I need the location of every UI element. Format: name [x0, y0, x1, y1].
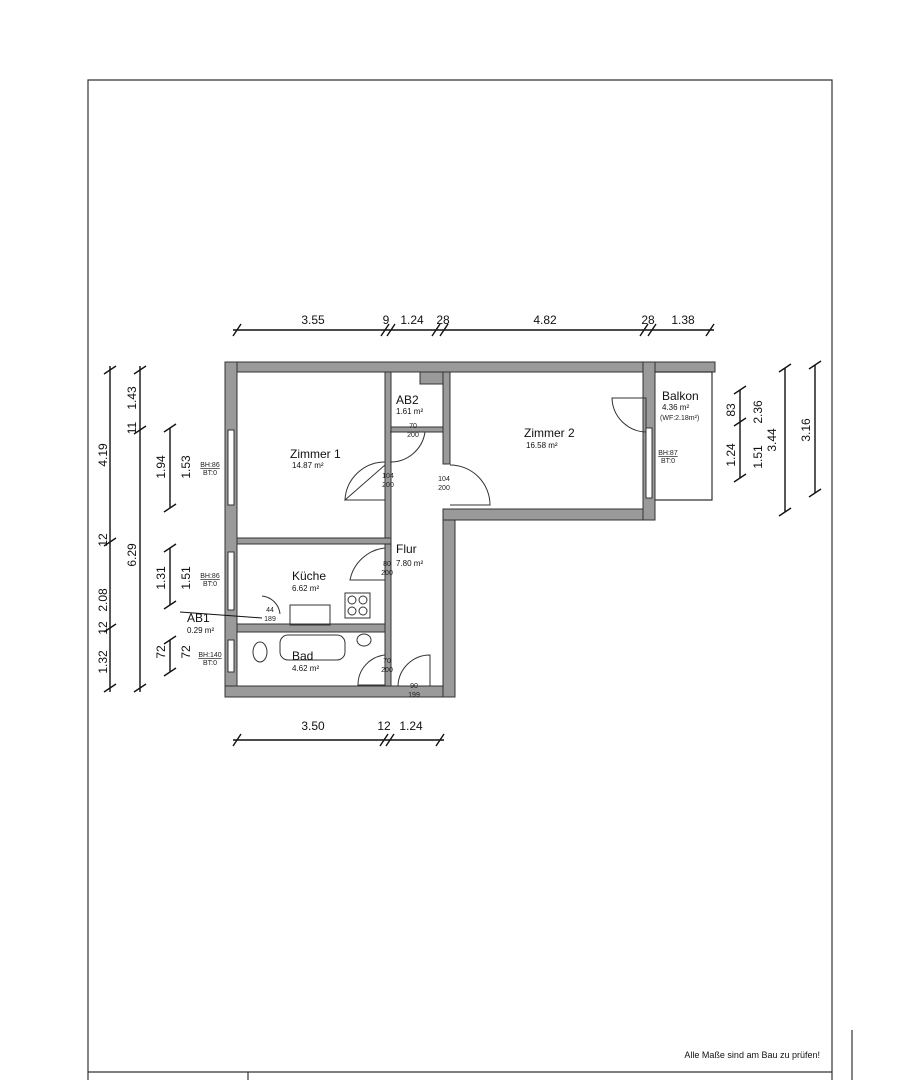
- svg-text:72: 72: [154, 645, 168, 659]
- svg-text:200: 200: [438, 485, 450, 492]
- dimension-labels-top: 3.55 9 1.24 28 4.82 28 1.38: [301, 313, 695, 327]
- svg-text:1.43: 1.43: [125, 386, 139, 410]
- svg-text:83: 83: [724, 403, 738, 417]
- svg-text:1.24: 1.24: [724, 443, 738, 467]
- svg-text:4.19: 4.19: [96, 443, 110, 467]
- bathtub-icon: [279, 634, 346, 661]
- doors: [261, 397, 647, 687]
- svg-text:11: 11: [125, 421, 139, 434]
- svg-text:200: 200: [381, 570, 393, 577]
- svg-text:7.80 m²: 7.80 m²: [396, 559, 423, 568]
- walls: [224, 361, 716, 698]
- dimension-lines: [103, 323, 822, 747]
- door-labels: 70 200 104 200 104 200 80 200 70 200 90 199 44…: [264, 423, 450, 699]
- svg-text:2.36: 2.36: [751, 400, 765, 424]
- svg-text:0.29 m²: 0.29 m²: [187, 626, 214, 635]
- svg-text:(WF:2.18m²): (WF:2.18m²): [660, 415, 699, 422]
- svg-text:4.36 m²: 4.36 m²: [662, 403, 689, 412]
- svg-text:70: 70: [383, 658, 391, 665]
- svg-text:BH:86: BH:86: [200, 573, 220, 580]
- svg-text:16.58 m²: 16.58 m²: [526, 441, 558, 450]
- svg-text:200: 200: [407, 432, 419, 439]
- svg-text:BT:0: BT:0: [661, 458, 675, 465]
- svg-text:3.44: 3.44: [765, 428, 779, 452]
- room-bad: Bad: [292, 649, 313, 663]
- footer-note: Alle Maße sind am Bau zu prüfen!: [684, 1050, 820, 1060]
- svg-text:72: 72: [179, 645, 193, 659]
- svg-text:1.53: 1.53: [179, 455, 193, 479]
- balcony-outline: [655, 371, 713, 501]
- svg-text:44: 44: [266, 607, 274, 614]
- svg-text:1.38: 1.38: [671, 313, 695, 327]
- svg-text:1.31: 1.31: [154, 566, 168, 590]
- room-kueche: Küche: [292, 569, 326, 583]
- svg-text:1.24: 1.24: [400, 313, 424, 327]
- svg-text:BT:0: BT:0: [203, 581, 217, 588]
- svg-text:189: 189: [264, 616, 276, 623]
- svg-text:4.82: 4.82: [533, 313, 557, 327]
- svg-text:12: 12: [377, 719, 391, 733]
- svg-text:BT:0: BT:0: [203, 470, 217, 477]
- svg-text:3.50: 3.50: [301, 719, 325, 733]
- svg-text:4.62 m²: 4.62 m²: [292, 664, 319, 673]
- toilet-icon: [252, 641, 268, 663]
- svg-text:1.94: 1.94: [154, 455, 168, 479]
- svg-text:3.16: 3.16: [799, 418, 813, 442]
- svg-text:104: 104: [382, 473, 394, 480]
- svg-text:6.62 m²: 6.62 m²: [292, 584, 319, 593]
- svg-text:28: 28: [436, 313, 450, 327]
- room-flur: Flur: [396, 542, 417, 556]
- dimension-labels-bottom: 3.50 12 1.24: [301, 719, 423, 733]
- svg-text:BH:140: BH:140: [198, 652, 221, 659]
- room-labels: Zimmer 1 14.87 m² AB2 1.61 m² Zimmer 2 1…: [187, 389, 699, 673]
- svg-text:70: 70: [409, 423, 417, 430]
- svg-text:BT:0: BT:0: [203, 660, 217, 667]
- svg-text:3.55: 3.55: [301, 313, 325, 327]
- stove-icon: [344, 592, 371, 619]
- svg-text:1.61 m²: 1.61 m²: [396, 407, 423, 416]
- svg-text:1.32: 1.32: [96, 650, 110, 674]
- room-ab2: AB2: [396, 393, 419, 407]
- svg-text:80: 80: [383, 561, 391, 568]
- svg-text:90: 90: [410, 683, 418, 690]
- svg-text:1.51: 1.51: [179, 566, 193, 590]
- sheet-frame: [87, 79, 853, 1080]
- room-balkon: Balkon: [662, 389, 699, 403]
- svg-text:BH:86: BH:86: [200, 462, 220, 469]
- svg-text:12: 12: [96, 533, 110, 547]
- svg-text:200: 200: [381, 667, 393, 674]
- svg-text:2.08: 2.08: [96, 588, 110, 612]
- room-zimmer2: Zimmer 2: [524, 426, 575, 440]
- svg-text:104: 104: [438, 476, 450, 483]
- sink-icon: [289, 604, 331, 626]
- svg-text:12: 12: [96, 621, 110, 635]
- svg-text:1.24: 1.24: [399, 719, 423, 733]
- svg-text:BH:87: BH:87: [658, 450, 678, 457]
- svg-text:28: 28: [641, 313, 655, 327]
- svg-text:9: 9: [383, 313, 390, 327]
- svg-text:1.51: 1.51: [751, 445, 765, 469]
- windows: [227, 427, 653, 673]
- fixtures: [179, 592, 372, 663]
- dimension-labels-left: 4.19 12 2.08 12 1.32 1.43 11 6.29 1.94 1…: [96, 386, 193, 674]
- svg-text:6.29: 6.29: [125, 543, 139, 567]
- svg-text:14.87 m²: 14.87 m²: [292, 461, 324, 470]
- dimension-labels-right: 83 1.24 2.36 1.51 3.44 3.16: [724, 400, 813, 469]
- svg-text:200: 200: [382, 482, 394, 489]
- washbasin-icon: [356, 633, 372, 647]
- window-labels: BH:86 BT:0 BH:86 BT:0 BH:140 BT:0 BH:87 …: [198, 450, 678, 667]
- svg-text:199: 199: [408, 692, 420, 699]
- room-zimmer1: Zimmer 1: [290, 447, 341, 461]
- room-ab1: AB1: [187, 611, 210, 625]
